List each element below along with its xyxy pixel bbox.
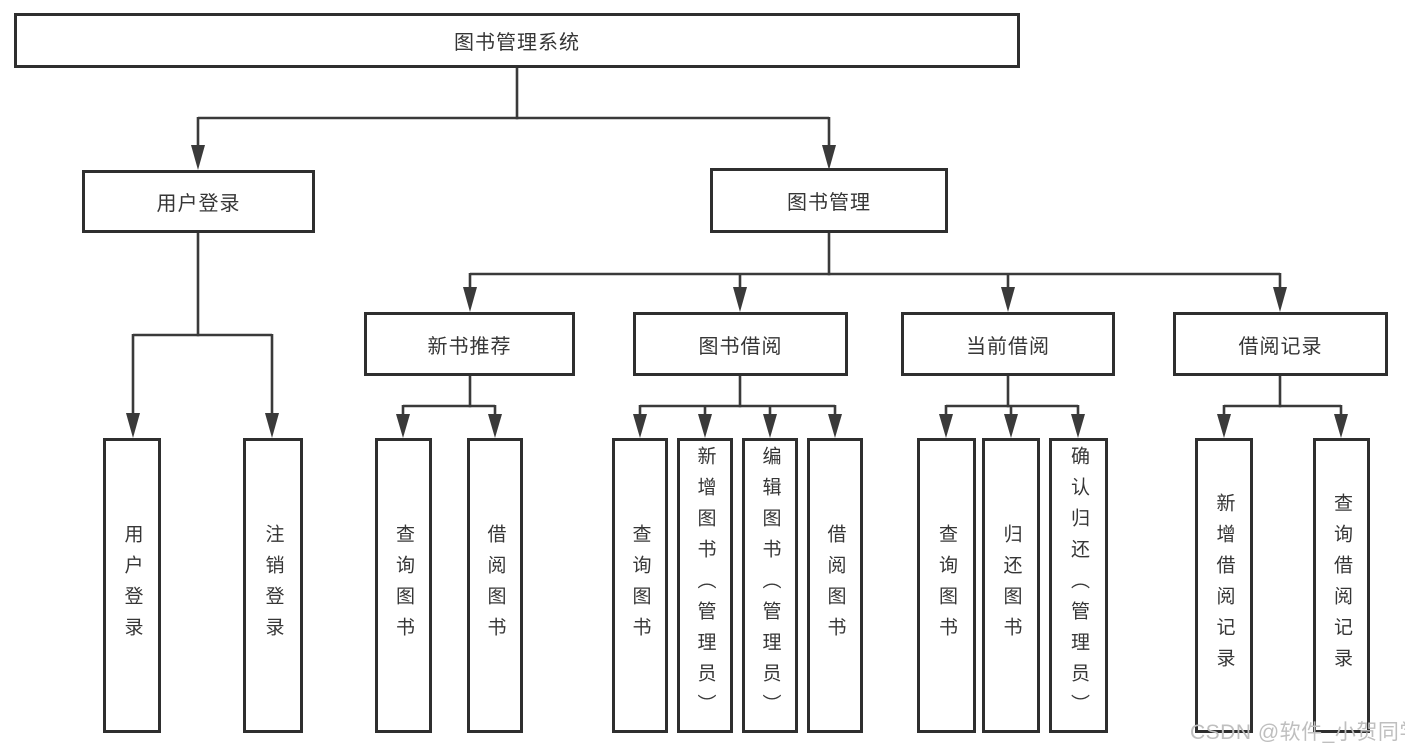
leaf-confirm-return-admin: 确认归还（管理员） — [1049, 438, 1108, 733]
node-root-label: 图书管理系统 — [454, 32, 580, 54]
leaf-logout-login: 注销登录 — [243, 438, 303, 733]
node-borrow-records-label: 借阅记录 — [1238, 335, 1323, 358]
edge-newbook-to-leaves — [396, 376, 502, 438]
node-current-borrow-label: 当前借阅 — [966, 335, 1050, 358]
node-book-borrowing: 图书借阅 — [633, 312, 848, 376]
leaf-query-books-recommend: 查询图书 — [375, 438, 432, 733]
leaf-borrow-books-recommend-label: 借阅图书 — [484, 523, 506, 648]
leaf-borrow-books-recommend: 借阅图书 — [467, 438, 523, 733]
node-user-login: 用户登录 — [82, 170, 315, 233]
leaf-add-borrow-record: 新增借阅记录 — [1195, 438, 1253, 733]
node-new-book-recommendation: 新书推荐 — [364, 312, 575, 376]
node-new-book-label: 新书推荐 — [427, 335, 512, 358]
edge-login-to-leaves — [126, 233, 279, 438]
edge-records-to-leaves — [1217, 376, 1348, 438]
node-book-borrow-label: 图书借阅 — [698, 335, 783, 358]
node-current-borrowing: 当前借阅 — [901, 312, 1115, 376]
leaf-borrow-books-label: 借阅图书 — [824, 523, 846, 648]
node-user-login-label: 用户登录 — [156, 193, 241, 215]
leaf-query-books-recommend-label: 查询图书 — [393, 523, 414, 648]
leaf-query-borrow-record-label: 查询借阅记录 — [1331, 492, 1352, 679]
leaf-confirm-return-admin-label: 确认归还（管理员） — [1068, 446, 1089, 725]
leaf-borrow-books: 借阅图书 — [807, 438, 863, 733]
edge-mgmt-to-level3 — [463, 233, 1287, 312]
leaf-return-books: 归还图书 — [982, 438, 1040, 733]
node-book-management-label: 图书管理 — [787, 192, 871, 214]
node-root-system: 图书管理系统 — [14, 13, 1020, 68]
leaf-query-books-current-label: 查询图书 — [936, 523, 957, 648]
leaf-edit-books-admin: 编辑图书（管理员） — [742, 438, 798, 733]
edge-root-to-level2 — [191, 68, 836, 170]
node-borrowing-records: 借阅记录 — [1173, 312, 1388, 376]
edge-borrow-to-leaves — [633, 376, 842, 438]
leaf-edit-books-admin-label: 编辑图书（管理员） — [759, 446, 781, 725]
edge-current-to-leaves — [939, 376, 1085, 438]
leaf-return-books-label: 归还图书 — [1000, 523, 1022, 648]
leaf-user-login: 用户登录 — [103, 438, 161, 733]
leaf-user-login-label: 用户登录 — [121, 523, 143, 648]
watermark: CSDN @软件_小贺同学 — [1190, 721, 1405, 744]
leaf-add-books-admin: 新增图书（管理员） — [677, 438, 733, 733]
leaf-query-books-borrow: 查询图书 — [612, 438, 668, 733]
leaf-add-books-admin-label: 新增图书（管理员） — [694, 446, 716, 725]
leaf-query-books-current: 查询图书 — [917, 438, 976, 733]
leaf-add-borrow-record-label: 新增借阅记录 — [1213, 492, 1235, 679]
leaf-query-borrow-record: 查询借阅记录 — [1313, 438, 1370, 733]
leaf-logout-login-label: 注销登录 — [262, 523, 284, 648]
leaf-query-books-borrow-label: 查询图书 — [629, 523, 651, 648]
node-book-management: 图书管理 — [710, 168, 948, 233]
